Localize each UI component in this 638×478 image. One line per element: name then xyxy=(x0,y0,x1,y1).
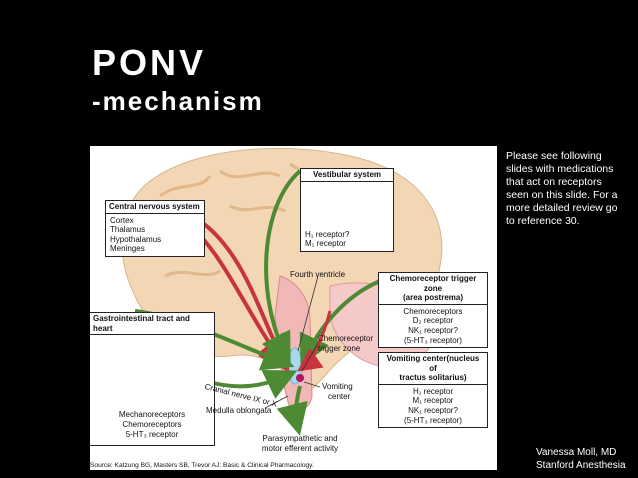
vomiting-item: NK₁ receptor? xyxy=(408,405,458,415)
ctz-item: (5-HT₃ receptor) xyxy=(404,335,462,345)
mechanoreceptors-label: Mechanoreceptors xyxy=(118,410,186,419)
five-ht3-label: 5-HT₃ receptor xyxy=(125,430,179,439)
efferent-label-line1: Parasympathetic and xyxy=(262,434,338,443)
efferent-arrow xyxy=(276,385,308,436)
figure-source-caption: Source: Katzung BG, Masters SB, Trevor A… xyxy=(90,462,314,469)
ctz-item: D₂ receptor xyxy=(412,316,454,326)
vomiting-center-label-line2: center xyxy=(328,392,351,401)
cns-item: Meninges xyxy=(110,244,145,254)
vestibular-pathway-arrow xyxy=(261,169,302,366)
ctz-label-line2: trigger zone xyxy=(318,344,361,353)
slide-note: Please see following slides with medicat… xyxy=(506,150,618,227)
vestibular-item: H₁ receptor? xyxy=(305,229,350,239)
ctz-box-title: Chemoreceptor trigger zone xyxy=(389,274,477,293)
ctz-box-subtitle: (area postrema) xyxy=(402,293,464,303)
vomiting-center-dot xyxy=(296,374,304,382)
vomiting-center-label-line1: Vomiting xyxy=(322,382,353,391)
vestibular-item: M₁ receptor xyxy=(305,239,346,249)
medulla-label: Medulla oblongata xyxy=(206,406,272,415)
vomiting-item: H₁ receptor xyxy=(412,386,454,396)
slide-subtitle: -mechanism xyxy=(92,86,264,116)
ctz-label-line1: Chemoreceptor xyxy=(318,334,374,343)
ctz-item: Chemoreceptors xyxy=(403,306,463,316)
vomiting-center-box: Vomiting center(nucleus of tractus solit… xyxy=(378,352,488,429)
cns-box-title: Central nervous system xyxy=(106,201,204,214)
vestibular-box: Vestibular system H₁ receptor? M₁ recept… xyxy=(300,168,394,252)
vomiting-item: M₁ receptor xyxy=(412,396,454,406)
vomiting-item: (5-HT₃ receptor) xyxy=(404,415,462,425)
gi-box-title: Gastrointestinal tract and heart xyxy=(90,313,214,336)
ctz-item: NK₁ receptor? xyxy=(408,325,458,335)
cns-item: Hypothalamus xyxy=(110,234,162,244)
cns-item: Thalamus xyxy=(110,225,146,235)
ctz-box: Chemoreceptor trigger zone (area postrem… xyxy=(378,272,488,349)
ponv-mechanism-diagram: Central nervous system Cortex Thalamus H… xyxy=(90,146,497,470)
efferent-label-line2: motor efferent activity xyxy=(261,444,339,453)
credit-name: Vanessa Moll, MD xyxy=(536,447,617,458)
slide-credit: Vanessa Moll, MD Stanford Anesthesia xyxy=(536,446,636,472)
credit-org: Stanford Anesthesia xyxy=(536,460,626,471)
vestibular-box-title: Vestibular system xyxy=(301,169,393,182)
chemoreceptors-label: Chemoreceptors xyxy=(122,420,182,429)
fourth-ventricle-label: Fourth ventricle xyxy=(290,270,346,279)
slide-title: PONV xyxy=(92,42,207,83)
cns-box: Central nervous system Cortex Thalamus H… xyxy=(105,200,205,257)
gi-box: Gastrointestinal tract and heart xyxy=(90,312,215,446)
cns-item: Cortex xyxy=(110,215,134,225)
vomiting-box-title-2: tractus solitarius) xyxy=(399,373,467,383)
vomiting-box-title: Vomiting center(nucleus of xyxy=(386,354,480,373)
cranial-nerve-arrow xyxy=(204,369,298,399)
